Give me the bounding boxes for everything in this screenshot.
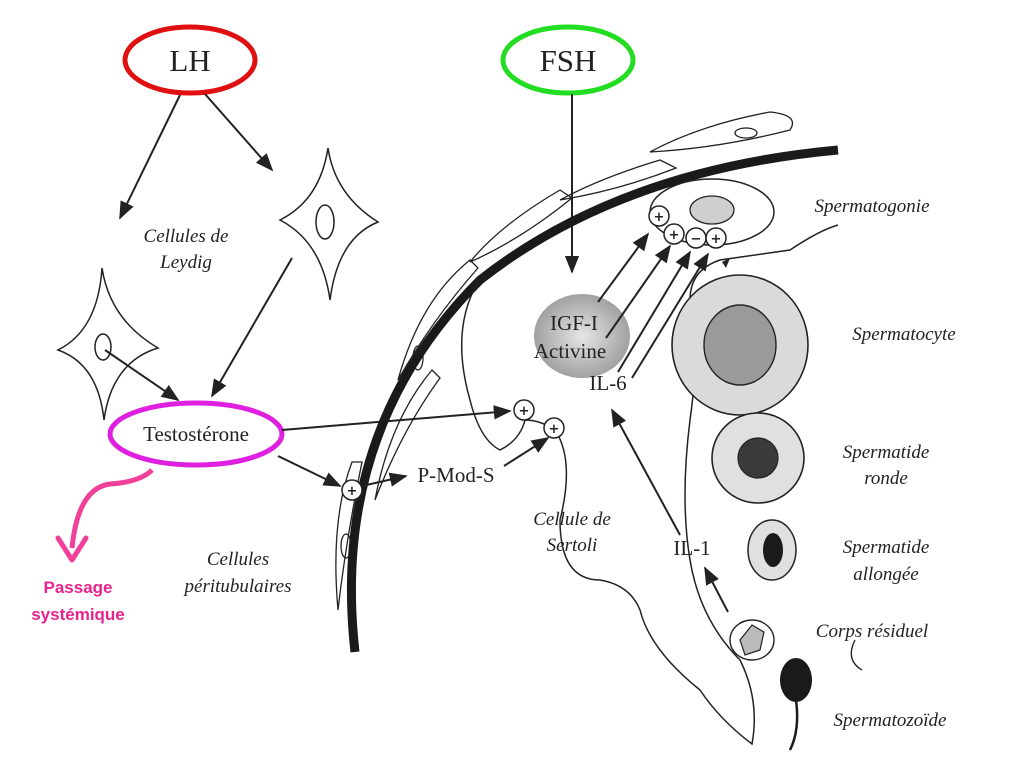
activine-to-receptor-arrow [605, 244, 672, 339]
elongated-spermatid-cell [747, 519, 797, 581]
testo-to-peritubular-arrow [277, 455, 342, 487]
svg-text:−: − [691, 232, 702, 247]
svg-text:+: + [549, 422, 560, 437]
corps-residuel-label: Corps résiduel [816, 621, 928, 642]
fsh-label: FSH [540, 43, 597, 78]
activine-label: Activine [534, 339, 606, 363]
leydig-cell-upper [278, 147, 380, 301]
leydig-label-line2: Leydig [159, 252, 212, 273]
spermatocyte-cell [671, 274, 809, 416]
pmods-to-sertoli-arrow [503, 437, 550, 467]
sertoli-label-line1: Cellule de [533, 509, 611, 530]
round-spermatid-cell [711, 412, 805, 504]
receptor-plus-1: + [648, 205, 670, 227]
basement-membrane [346, 145, 839, 653]
igf-to-receptor-arrow [597, 232, 650, 303]
spermatide-allongee-label-line2: allongée [853, 564, 918, 585]
svg-text:+: + [711, 232, 722, 247]
leydig-label-line1: Cellules de [144, 226, 229, 247]
sertoli-plus-1: + [513, 399, 535, 421]
systemic-label-line1: Passage [44, 578, 113, 597]
svg-text:+: + [347, 484, 358, 499]
residual-body-tail [850, 639, 863, 671]
il6-to-receptor-arrow-1 [617, 250, 691, 373]
il1-label: IL-1 [673, 536, 710, 560]
lh-arrow-right [204, 93, 274, 172]
lh-arrow-left [119, 94, 181, 220]
lh-label: LH [169, 43, 210, 78]
peritubular-to-pmods-arrow [361, 472, 408, 487]
spermatogonie-label: Spermatogonie [814, 196, 929, 217]
lh-hormone: LH [122, 24, 258, 96]
testosterone-node: Testostérone [107, 400, 285, 468]
receptor-dot [722, 258, 730, 268]
spermatozoon [780, 658, 812, 751]
leydig-to-testo-arrow-2 [211, 257, 293, 398]
pmods-label: P-Mod-S [417, 463, 494, 487]
spermatocyte-label: Spermatocyte [852, 324, 955, 345]
leydig-cell-lower [56, 267, 160, 421]
svg-text:+: + [669, 228, 680, 243]
il6-to-receptor-arrow-2 [631, 252, 709, 379]
spermatide-ronde-label-line2: ronde [864, 468, 908, 489]
receptor-plus-2: + [663, 223, 685, 245]
svg-text:+: + [519, 404, 530, 419]
residual-body [729, 619, 775, 661]
igf-activine-blob [534, 294, 630, 378]
spermatozoide-label: Spermatozoïde [834, 710, 947, 731]
fsh-ring [500, 24, 636, 96]
testo-to-sertoli-arrow [281, 405, 512, 431]
igf1-label: IGF-I [550, 311, 598, 335]
spermatide-allongee-label-line1: Spermatide [843, 537, 930, 558]
systemic-label-line2: systémique [31, 605, 125, 624]
systemic-arrow-head [55, 535, 89, 563]
lh-ring [122, 24, 258, 96]
testosterone-ring [107, 400, 285, 468]
systemic-arrow [69, 468, 154, 549]
spermatide-ronde-label-line1: Spermatide [843, 442, 930, 463]
sertoli-plus-2: + [543, 417, 565, 439]
il1-to-il6-arrow [611, 408, 681, 536]
leydig-to-testo-arrow-1 [104, 349, 180, 402]
receptor-plus-3: + [705, 227, 727, 249]
peritubular-plus: + [341, 479, 363, 501]
peritubular-label-line2: péritubulaires [183, 576, 292, 597]
svg-text:+: + [654, 210, 665, 225]
peritubular-label-line1: Cellules [207, 549, 269, 570]
receptor-minus: − [685, 227, 707, 249]
il6-label: IL-6 [589, 371, 626, 395]
fsh-hormone: FSH [500, 24, 636, 96]
testosterone-label: Testostérone [143, 422, 249, 446]
sertoli-label-line2: Sertoli [547, 535, 598, 556]
spermatozoon-to-il1-arrow [704, 566, 729, 613]
peritubular-cells [335, 111, 794, 611]
